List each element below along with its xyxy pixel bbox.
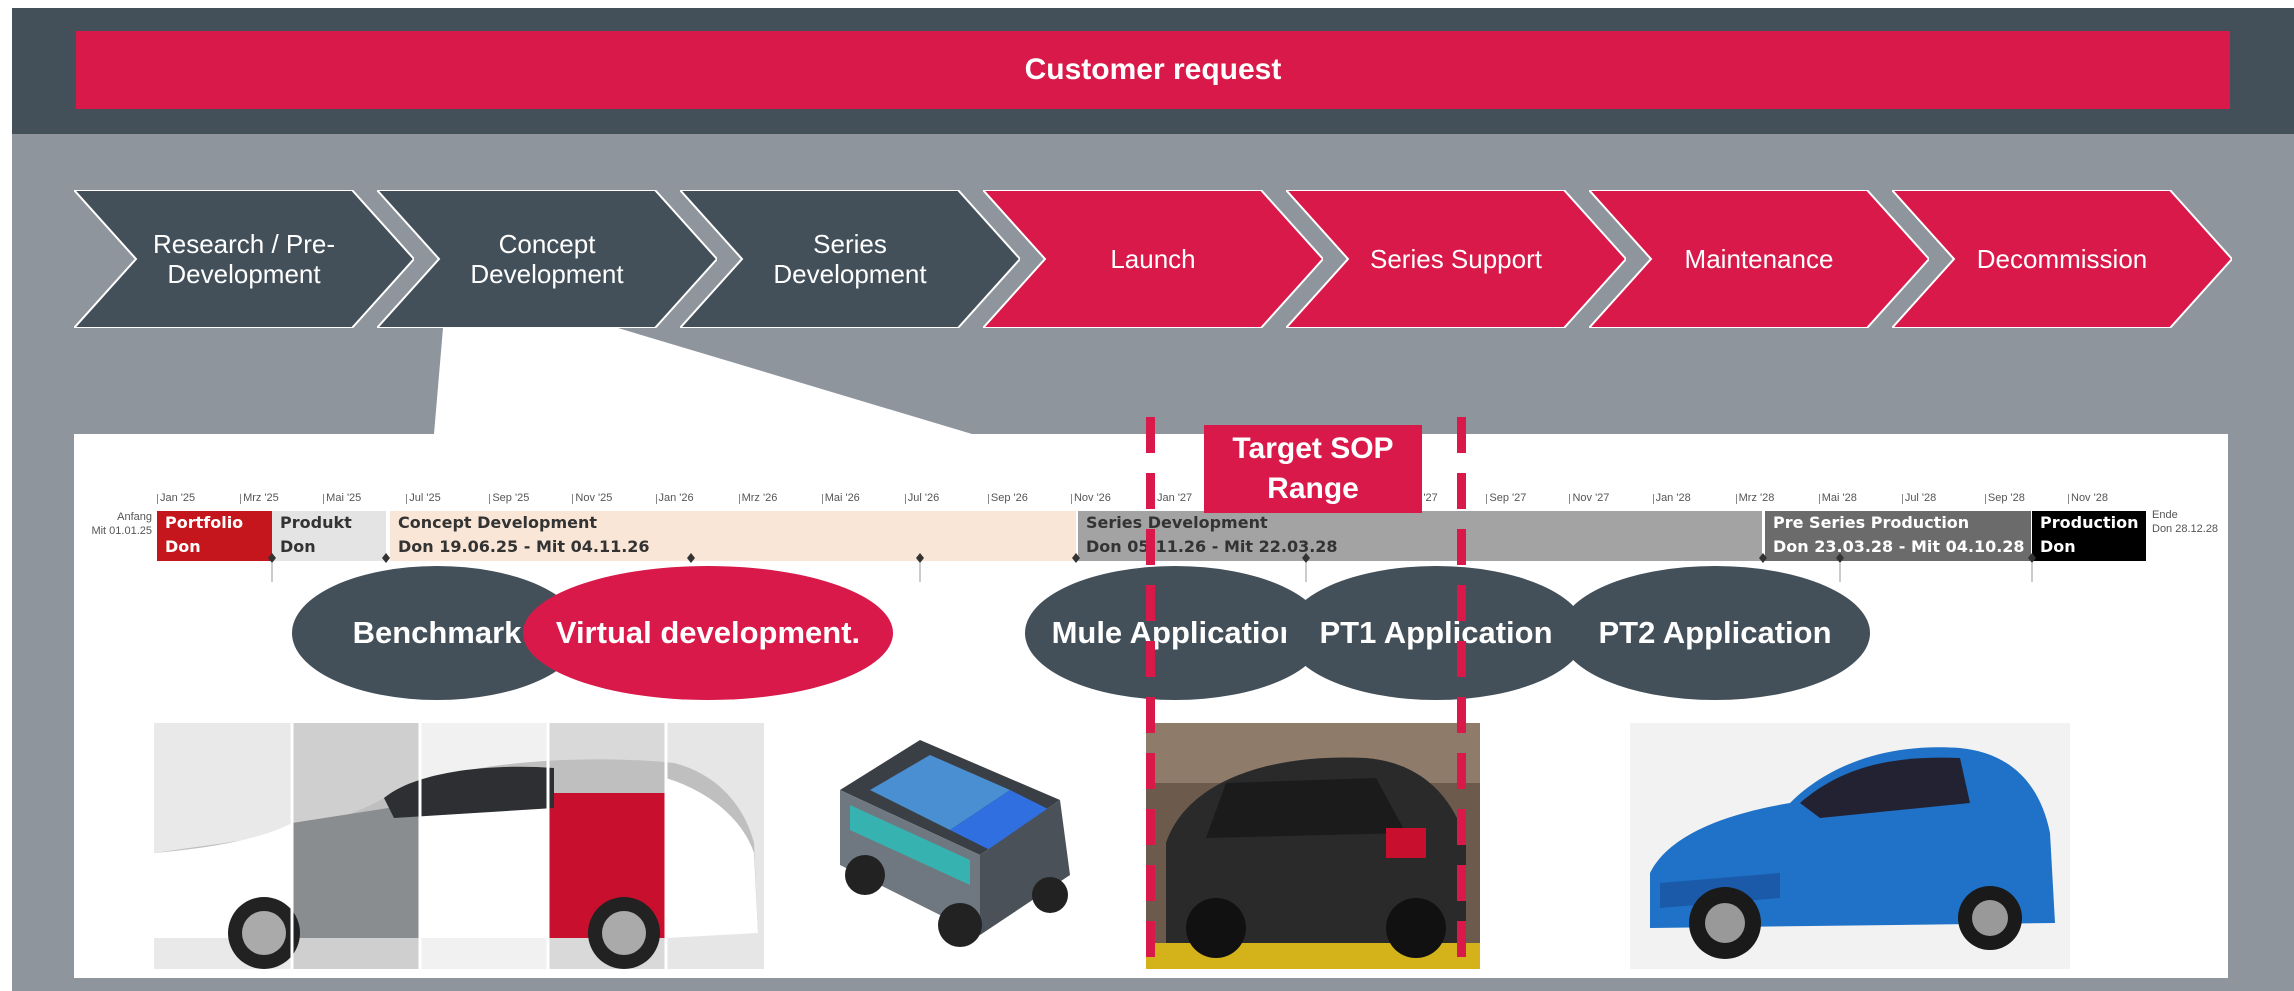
timeline-end: Ende Don 28.12.28 [2152, 508, 2218, 536]
timeline-tick-label: Jan '28 [1652, 492, 1691, 504]
activity-virtual-development: Virtual development. [523, 566, 893, 700]
target-sop-line1: Target SOP [1232, 432, 1394, 465]
phase-label: Maintenance [1684, 244, 1834, 274]
timeline-tick-label: Jan '26 [655, 492, 694, 504]
phase-chevron: Decommission [1922, 190, 2202, 328]
phase-chevron-shape [1892, 190, 2232, 328]
phase-chevron-shape [680, 190, 1020, 328]
timeline-start-label: Anfang [117, 511, 152, 523]
timeline-tick-label: Sep '28 [1984, 492, 2025, 504]
segment-produkt-name: Produkt [280, 513, 352, 532]
segment-concept-dates: Don 19.06.25 - Mit 04.11.26 [398, 537, 650, 556]
timeline-tick-label: Sep '26 [987, 492, 1028, 504]
timeline-tick-label: Mrz '25 [240, 492, 279, 504]
phase-chevron: Maintenance [1619, 190, 1899, 328]
timeline-tick-label: Nov '28 [2068, 492, 2108, 504]
segment-pre-series-dates: Don 23.03.28 - Mit 04.10.28 [1773, 537, 2025, 556]
timeline-tick-label: Sep '25 [489, 492, 530, 504]
segment-production: Production Don [2032, 511, 2146, 561]
segment-series-name: Series Development [1086, 513, 1268, 532]
timeline-tick-label: Nov '25 [572, 492, 613, 504]
phase-label: Series Support [1370, 244, 1542, 274]
timeline-tick-label: Jan '27 [1154, 492, 1193, 504]
timeline-tick-label: Nov '27 [1569, 492, 1610, 504]
activity-mule-application: Mule Application [1025, 566, 1325, 700]
activity-pt1-application: PT1 Application [1286, 566, 1586, 700]
segment-concept-development: Concept Development Don 19.06.25 - Mit 0… [390, 511, 1076, 561]
phase-chevron-shape [1286, 190, 1626, 328]
phase-chevron: Launch [1013, 190, 1293, 328]
segment-series-dates: Don 05.11.26 - Mit 22.03.28 [1086, 537, 1338, 556]
timeline-start-date: Mit 01.01.25 [91, 525, 152, 537]
phase-chevron: Research / Pre-Development [104, 190, 384, 328]
timeline-tick-label: Mrz '28 [1735, 492, 1775, 504]
timeline-tick-label: Mrz '26 [738, 492, 778, 504]
target-sop-line2: Range [1267, 472, 1359, 505]
segment-produkt-dates: Don [280, 537, 316, 556]
phase-label: Launch [1110, 244, 1196, 274]
segment-production-name: Production [2040, 513, 2139, 532]
phase-label: Concept Development [470, 229, 624, 289]
timeline-tick-label: Jul '25 [406, 492, 441, 504]
phase-chevron: Concept Development [407, 190, 687, 328]
segment-portfolio-dates: Don [165, 537, 201, 556]
timeline-tick-label: Mai '25 [323, 492, 362, 504]
virtual-cad-model-image [840, 740, 1070, 947]
phase-chevron: Series Development [710, 190, 990, 328]
pt2-vehicle-image [1630, 723, 2070, 969]
timeline-tick-label: Jul '28 [1901, 492, 1937, 504]
phase-chevron-shape [983, 190, 1323, 328]
segment-produkt: Produkt Don [272, 511, 386, 561]
mule-vehicle-image [1146, 723, 1480, 969]
phase-label: Decommission [1976, 244, 2148, 274]
timeline-start: Anfang Mit 01.01.25 [60, 510, 152, 538]
target-sop-range-label: Target SOP Range [1204, 425, 1422, 513]
segment-pre-series-name: Pre Series Production [1773, 513, 1970, 532]
segment-portfolio-name: Portfolio [165, 513, 244, 532]
phase-chevron: Series Support [1316, 190, 1596, 328]
phase-chevron-shape [74, 190, 414, 328]
phase-label: Series Development [773, 229, 927, 289]
customer-request-bar: Customer request [76, 31, 2230, 109]
customer-request-label: Customer request [1024, 53, 1282, 86]
segment-concept-name: Concept Development [398, 513, 598, 532]
timeline-tick-label: Sep '27 [1486, 492, 1527, 504]
phase-chevron-shape [1589, 190, 1929, 328]
phase-chevron-shape [377, 190, 717, 328]
benchmark-car-collage-image [154, 723, 764, 969]
activity-pt2-application: PT2 Application [1560, 566, 1870, 700]
timeline-tick-label: Mai '28 [1818, 492, 1857, 504]
segment-portfolio: Portfolio Don [157, 511, 272, 561]
phase-label: Research / Pre-Development [152, 229, 336, 289]
timeline-tick-label: Nov '26 [1070, 492, 1111, 504]
sop-range-start-line [1146, 417, 1155, 977]
segment-production-dates: Don [2040, 537, 2076, 556]
sop-range-end-line [1457, 417, 1466, 977]
timeline-tick-label: Jul '26 [904, 492, 940, 504]
timeline-tick-label: Mai '26 [821, 492, 860, 504]
segment-pre-series-production: Pre Series Production Don 23.03.28 - Mit… [1765, 511, 2031, 561]
segment-series-development: Series Development Don 05.11.26 - Mit 22… [1078, 511, 1762, 561]
timeline-tick-label: Jan '25 [156, 492, 196, 504]
timeline-end-date: Don 28.12.28 [2152, 523, 2219, 535]
timeline-end-label: Ende [2152, 509, 2178, 521]
